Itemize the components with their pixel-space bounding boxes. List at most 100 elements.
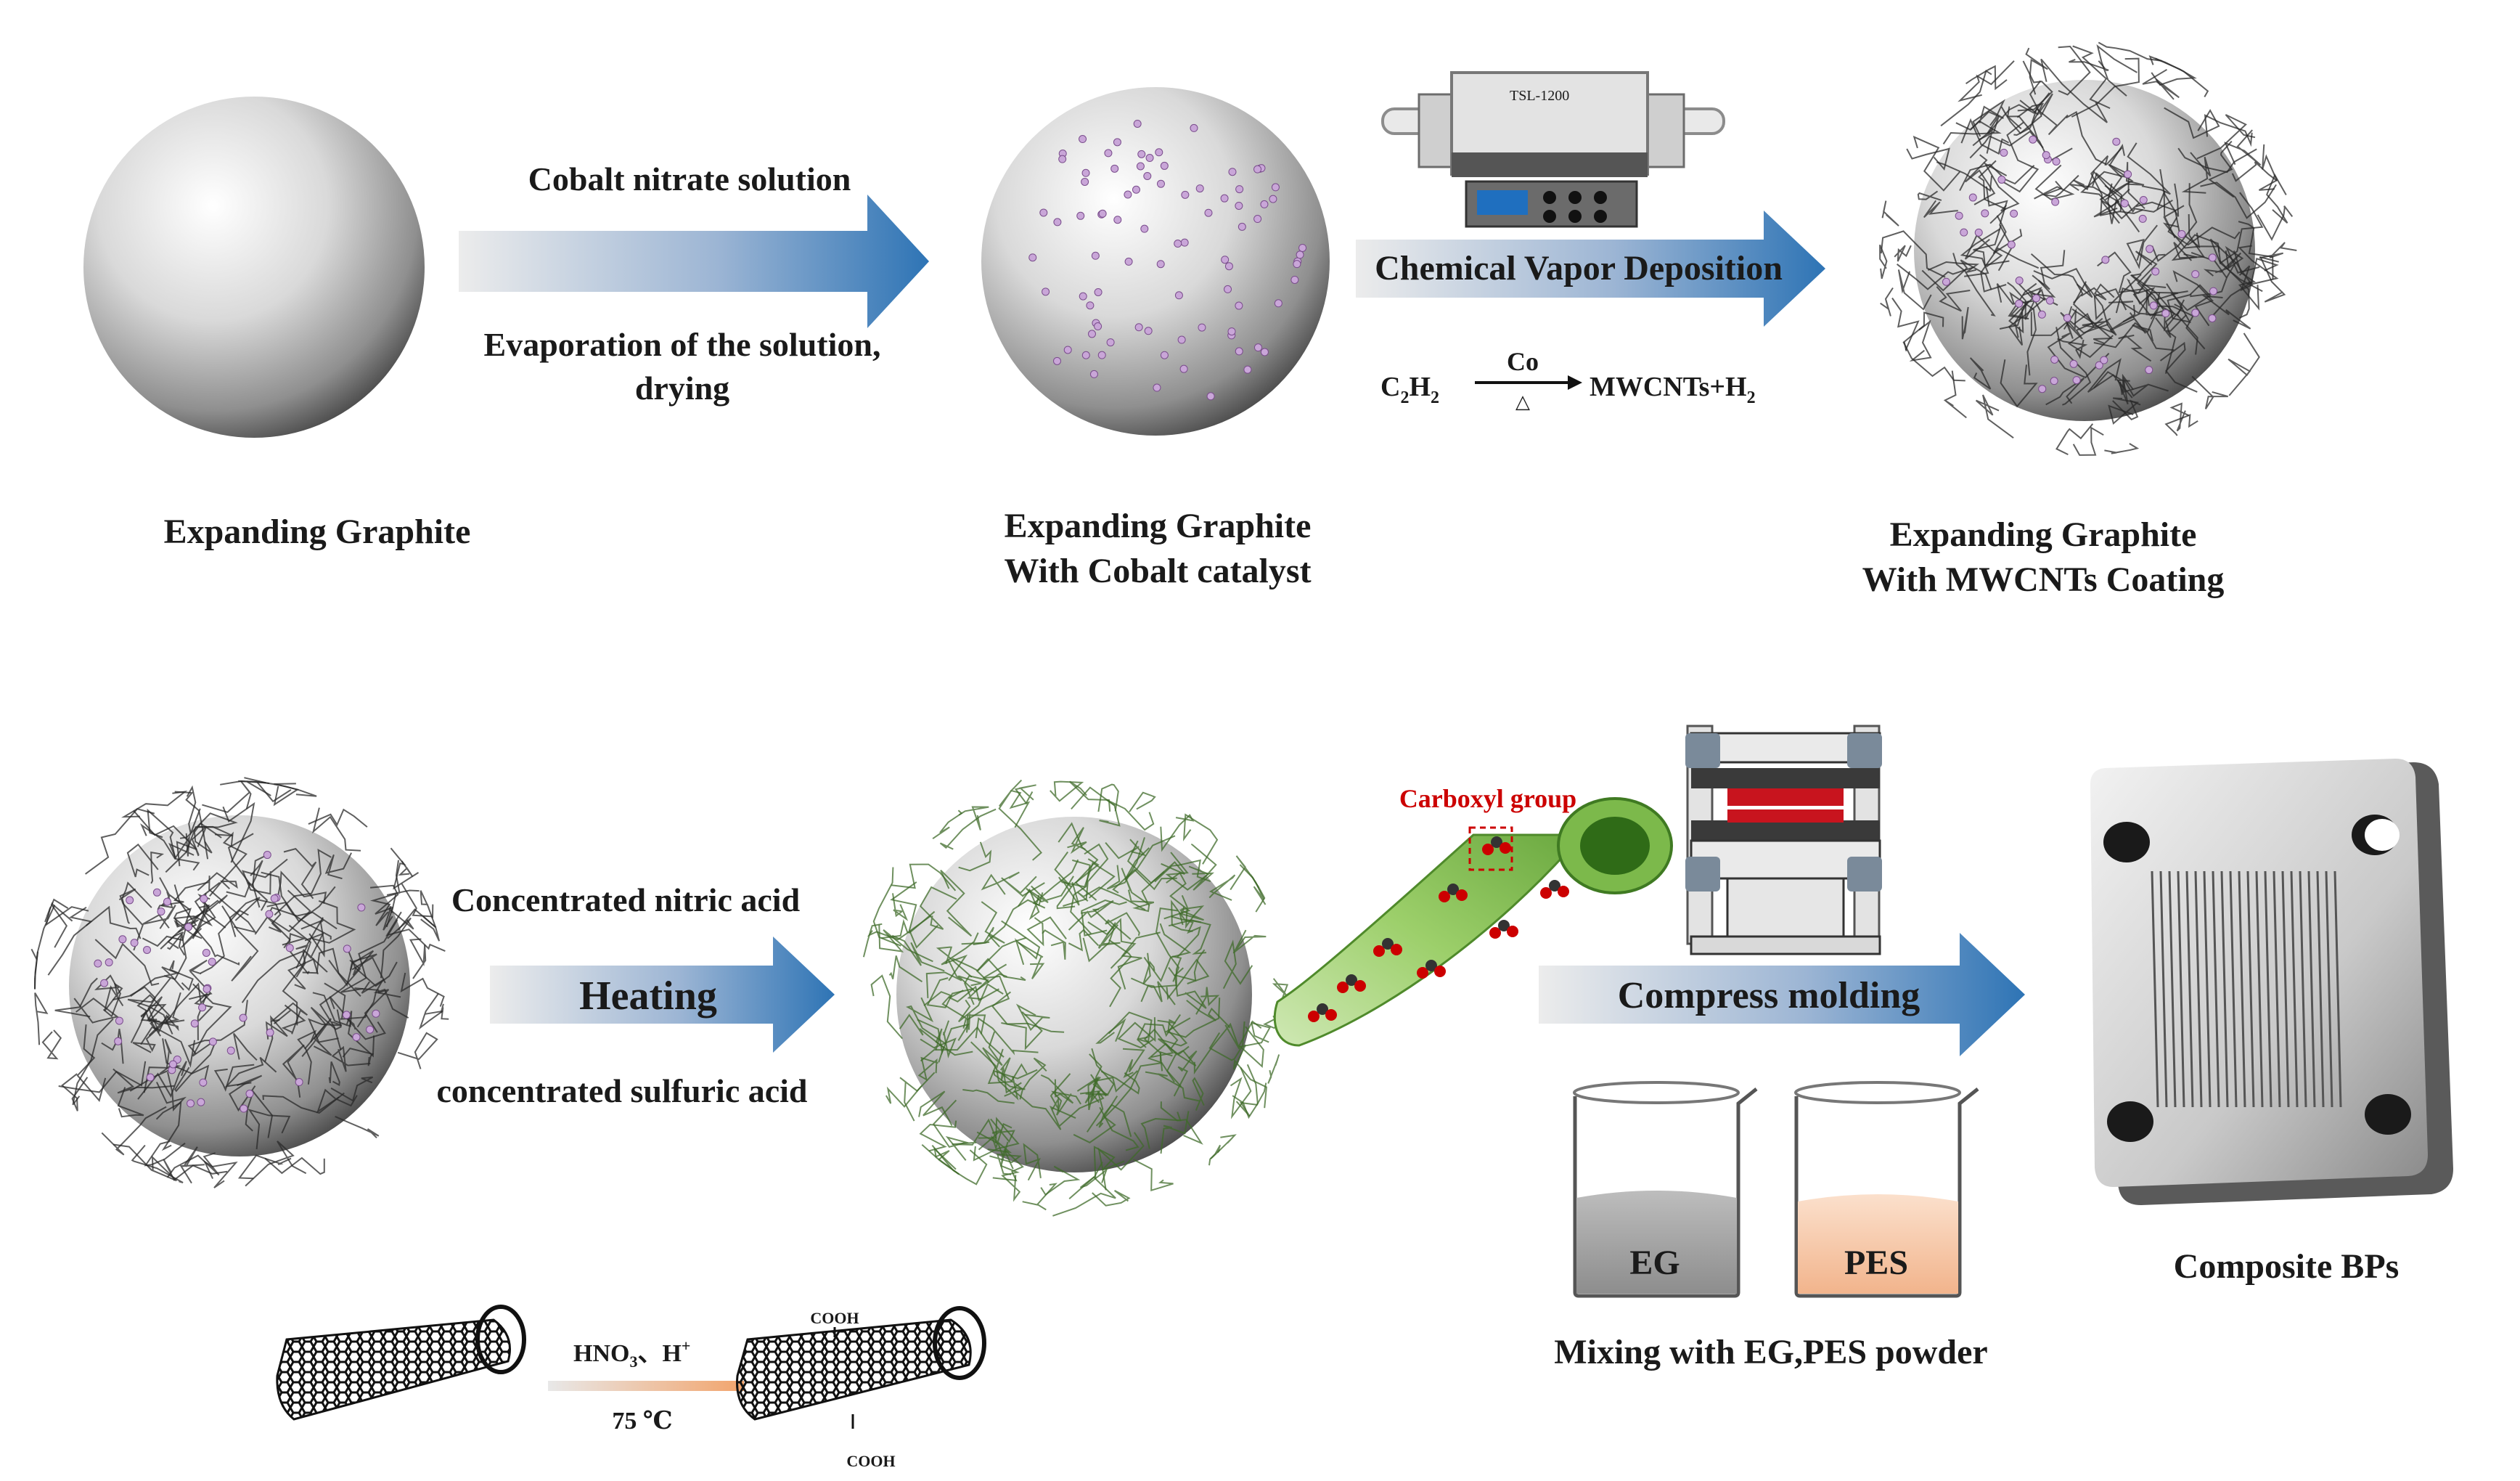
carboxyl-atom — [1456, 889, 1468, 901]
flow-channel — [2177, 870, 2185, 1108]
carboxyl-atom — [1549, 880, 1560, 892]
arrow1-label-below-2: drying — [635, 370, 729, 407]
nanotube-strand — [1051, 1090, 1081, 1116]
nanotube-strand — [166, 1152, 220, 1178]
nanotube-strand — [192, 893, 210, 939]
nanotube-strand — [397, 1032, 438, 1069]
nanotube-strand — [248, 1109, 291, 1150]
cobalt-dot — [1960, 228, 1968, 237]
cobalt-dot — [1143, 171, 1152, 180]
nanotube-strand — [174, 881, 221, 927]
nanotube-strand — [920, 1026, 1005, 1062]
nanotube-strand — [1157, 1019, 1179, 1049]
nanotube-strand — [2135, 201, 2201, 249]
nanotube-strand — [2231, 161, 2278, 182]
flow-channel — [2151, 870, 2159, 1108]
nanotube-strand — [132, 1015, 172, 1053]
cobalt-dot — [1039, 208, 1048, 217]
nanotube-strand — [295, 917, 324, 969]
cobalt-dot — [1174, 291, 1183, 300]
nanotube-strand — [1022, 1183, 1058, 1211]
carboxyl-atom — [1308, 1011, 1320, 1022]
nanotube-strand — [2072, 426, 2104, 456]
cobalt-dot — [2052, 157, 2061, 166]
cobalt-dot — [2149, 301, 2158, 310]
sphere-functionalized — [862, 779, 1289, 1217]
nanotube-strand — [418, 992, 443, 1030]
nanotube-strand — [264, 1015, 288, 1063]
cobalt-dot — [265, 910, 274, 918]
nanotube-strand — [400, 972, 445, 1007]
cobalt-dot — [226, 1046, 235, 1055]
cobalt-dot — [1058, 155, 1067, 163]
nanotube-strand — [47, 906, 93, 976]
nanotube-strand — [2159, 341, 2198, 393]
nanotube-strand — [34, 992, 49, 1045]
cobalt-dot — [266, 1028, 274, 1037]
nanotube-strand — [2105, 162, 2145, 201]
nanotube-strand — [168, 960, 194, 992]
nanotube-strand — [2104, 443, 2140, 454]
inset-cooh-bottom: COOH — [846, 1452, 895, 1470]
nanotube-strand — [2069, 58, 2109, 71]
nanotube-strand — [2071, 57, 2140, 118]
flow-channel — [2246, 870, 2255, 1108]
nanotube-strand — [241, 950, 306, 1003]
cobalt-dot — [2015, 299, 2024, 308]
nanotube-strand — [948, 985, 999, 1003]
flow-channel — [2203, 870, 2212, 1108]
nanotube-strand — [962, 1089, 1015, 1104]
nanotube-strand — [1936, 286, 1971, 312]
nanotube-strand — [2045, 378, 2085, 406]
cobalt-dot — [263, 851, 271, 860]
flow-channel — [2194, 870, 2203, 1108]
cobalt-dot — [1253, 343, 1262, 352]
svg-text:MWCNTs+H2: MWCNTs+H2 — [1590, 372, 1756, 407]
nanotube-strand — [380, 917, 412, 979]
nanotube-strand — [2093, 274, 2142, 321]
nanotube-strand — [1230, 1067, 1252, 1119]
nanotube-strand — [1235, 1082, 1267, 1117]
cobalt-dot — [1106, 338, 1115, 347]
nanotube-strand — [1960, 118, 2010, 155]
nanotube-strand — [126, 843, 159, 878]
cobalt-dot — [2100, 356, 2108, 364]
cobalt-dot — [1235, 185, 1244, 194]
nanotube-strand — [2055, 423, 2094, 455]
nanotube-strand — [1071, 786, 1121, 827]
nanotube-strand — [2259, 144, 2278, 191]
sphere-graphite — [83, 97, 425, 438]
nanotube-strand — [976, 1131, 1009, 1167]
nanotube-strand — [2118, 334, 2152, 362]
nanotube-strand — [76, 1024, 107, 1102]
nanotube-strand — [1232, 1044, 1267, 1109]
nanotube-strand — [1129, 791, 1156, 812]
cobalt-dot — [2072, 376, 2081, 385]
nanotube-strand — [925, 959, 962, 998]
nanotube-strand — [255, 898, 282, 933]
nanotube-strand — [2090, 155, 2120, 224]
nanotube-strand — [933, 1147, 960, 1175]
nanotube-strand — [958, 841, 992, 872]
cobalt-dot — [1132, 185, 1140, 194]
flow-channel — [2185, 870, 2194, 1108]
nanotube-strand — [2238, 245, 2279, 285]
nanotube-strand — [1960, 228, 2000, 277]
cobalt-dot — [285, 944, 294, 952]
cobalt-dot — [1206, 392, 1215, 401]
nanotube-strand — [1105, 912, 1140, 940]
nanotube-strand — [1983, 162, 2020, 212]
nanotube-strand — [2031, 107, 2069, 139]
nanotube-strand — [1155, 907, 1180, 982]
nanotube-strand — [331, 1045, 371, 1072]
nanotube-strand — [1222, 939, 1253, 990]
nanotube-strand — [2033, 268, 2093, 298]
cobalt-dot — [2015, 276, 2024, 285]
nanotube-strand — [2203, 252, 2242, 277]
nanotube-strand — [1095, 1062, 1175, 1127]
carboxyl-atom — [1500, 842, 1511, 854]
nanotube-strand — [202, 780, 252, 813]
cobalt-dot — [208, 1037, 217, 1046]
nanotube-strand — [1880, 287, 1894, 317]
cobalt-dot — [245, 1090, 254, 1098]
